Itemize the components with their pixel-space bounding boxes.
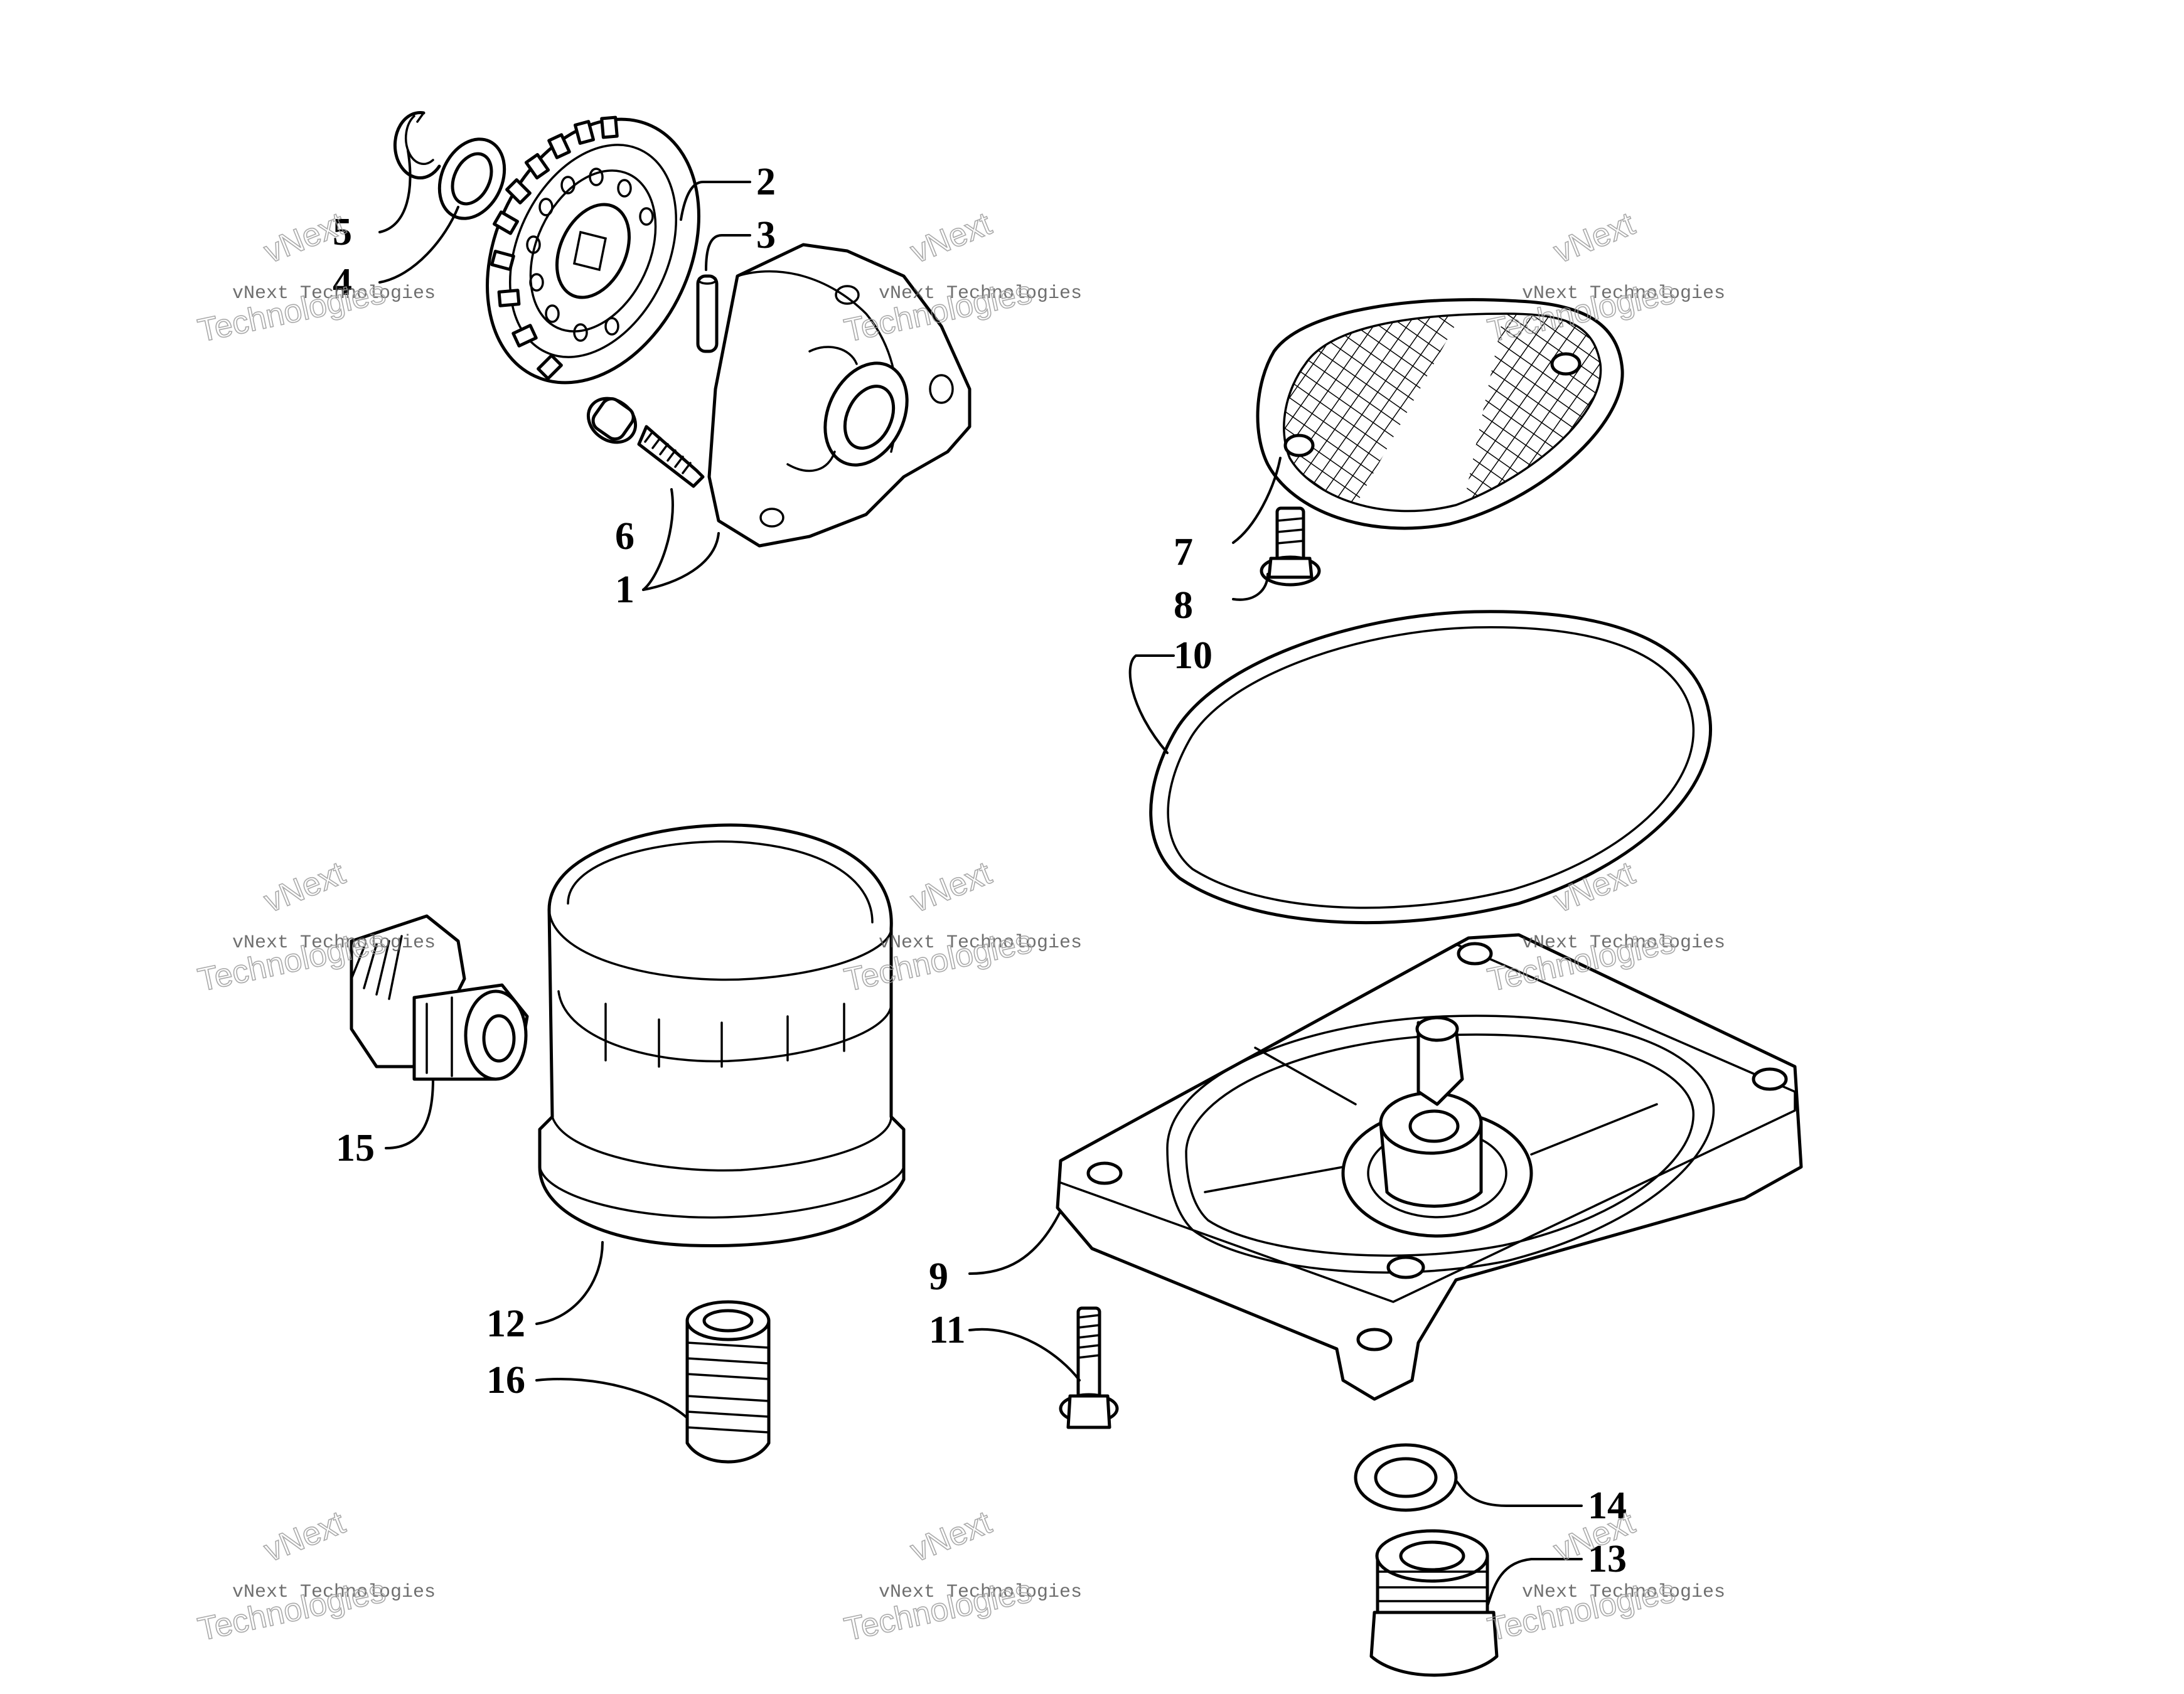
oil-pressure-switch-icon[interactable] <box>350 914 529 1081</box>
oil-pan-cover-icon[interactable] <box>1056 933 1803 1401</box>
cap-screw-icon[interactable] <box>580 390 705 488</box>
callout-9: 9 <box>929 1255 948 1298</box>
svg-text:vNext: vNext <box>1549 855 1640 920</box>
svg-text:vNext Technologies: vNext Technologies <box>1522 283 1725 304</box>
callout-3: 3 <box>756 214 776 257</box>
callout-14: 14 <box>1588 1484 1627 1527</box>
dowel-pin-icon[interactable] <box>696 274 719 353</box>
flange-bolt-long-icon[interactable] <box>1059 1306 1119 1429</box>
oil-filter-icon[interactable] <box>538 823 906 1247</box>
svg-text:vNext Technologies: vNext Technologies <box>232 1582 436 1603</box>
callout-5: 5 <box>333 211 352 253</box>
callout-13: 13 <box>1588 1538 1627 1580</box>
svg-text:vNext Technologies: vNext Technologies <box>879 283 1082 304</box>
drain-plug-washer-icon[interactable] <box>1354 1443 1458 1512</box>
callout-15: 15 <box>336 1127 375 1169</box>
callout-12: 12 <box>486 1302 525 1345</box>
svg-text:vNext: vNext <box>259 855 350 920</box>
gasket-icon[interactable] <box>1149 610 1713 925</box>
callout-2: 2 <box>756 161 776 203</box>
svg-text:vNext: vNext <box>1549 205 1640 270</box>
watermark: vNext vNext Technologies Technologies <box>195 1504 436 1649</box>
oil-pump-housing-icon[interactable] <box>707 243 972 548</box>
svg-text:vNext Technologies: vNext Technologies <box>1522 1582 1725 1603</box>
drain-plug-icon[interactable] <box>1369 1529 1499 1677</box>
leader-lines <box>378 149 1583 1607</box>
callout-4: 4 <box>333 261 352 304</box>
oil-strainer-screen-icon[interactable] <box>1256 298 1632 540</box>
svg-text:vNext Technologies: vNext Technologies <box>232 283 436 304</box>
callout-10: 10 <box>1174 634 1212 677</box>
callout-11: 11 <box>929 1309 966 1351</box>
svg-text:vNext: vNext <box>906 1504 997 1569</box>
svg-text:vNext Technologies: vNext Technologies <box>232 932 436 954</box>
svg-text:vNext: vNext <box>906 855 997 920</box>
filter-fitting-icon[interactable] <box>685 1300 771 1464</box>
watermark: vNext vNext Technologies Technologies <box>841 1504 1082 1649</box>
svg-text:vNext Technologies: vNext Technologies <box>1522 932 1725 954</box>
callout-8: 8 <box>1174 584 1193 627</box>
callout-numbers: 1 2 3 4 5 6 7 8 9 10 11 12 13 14 15 16 <box>333 161 1627 1580</box>
svg-text:vNext: vNext <box>906 205 997 270</box>
svg-text:vNext Technologies: vNext Technologies <box>879 1582 1082 1603</box>
callout-1: 1 <box>615 568 634 611</box>
washer-icon[interactable] <box>427 129 517 229</box>
callout-16: 16 <box>486 1359 525 1402</box>
snap-ring-icon[interactable] <box>393 111 441 179</box>
svg-text:vNext Technologies: vNext Technologies <box>879 932 1082 954</box>
callout-6: 6 <box>615 515 634 558</box>
oil-pump-gear-icon[interactable] <box>447 85 740 417</box>
callout-7: 7 <box>1174 531 1193 573</box>
flange-bolt-icon[interactable] <box>1260 506 1321 587</box>
watermark: vNext vNext Technologies Technologies <box>195 205 436 350</box>
svg-text:vNext: vNext <box>259 1504 350 1569</box>
